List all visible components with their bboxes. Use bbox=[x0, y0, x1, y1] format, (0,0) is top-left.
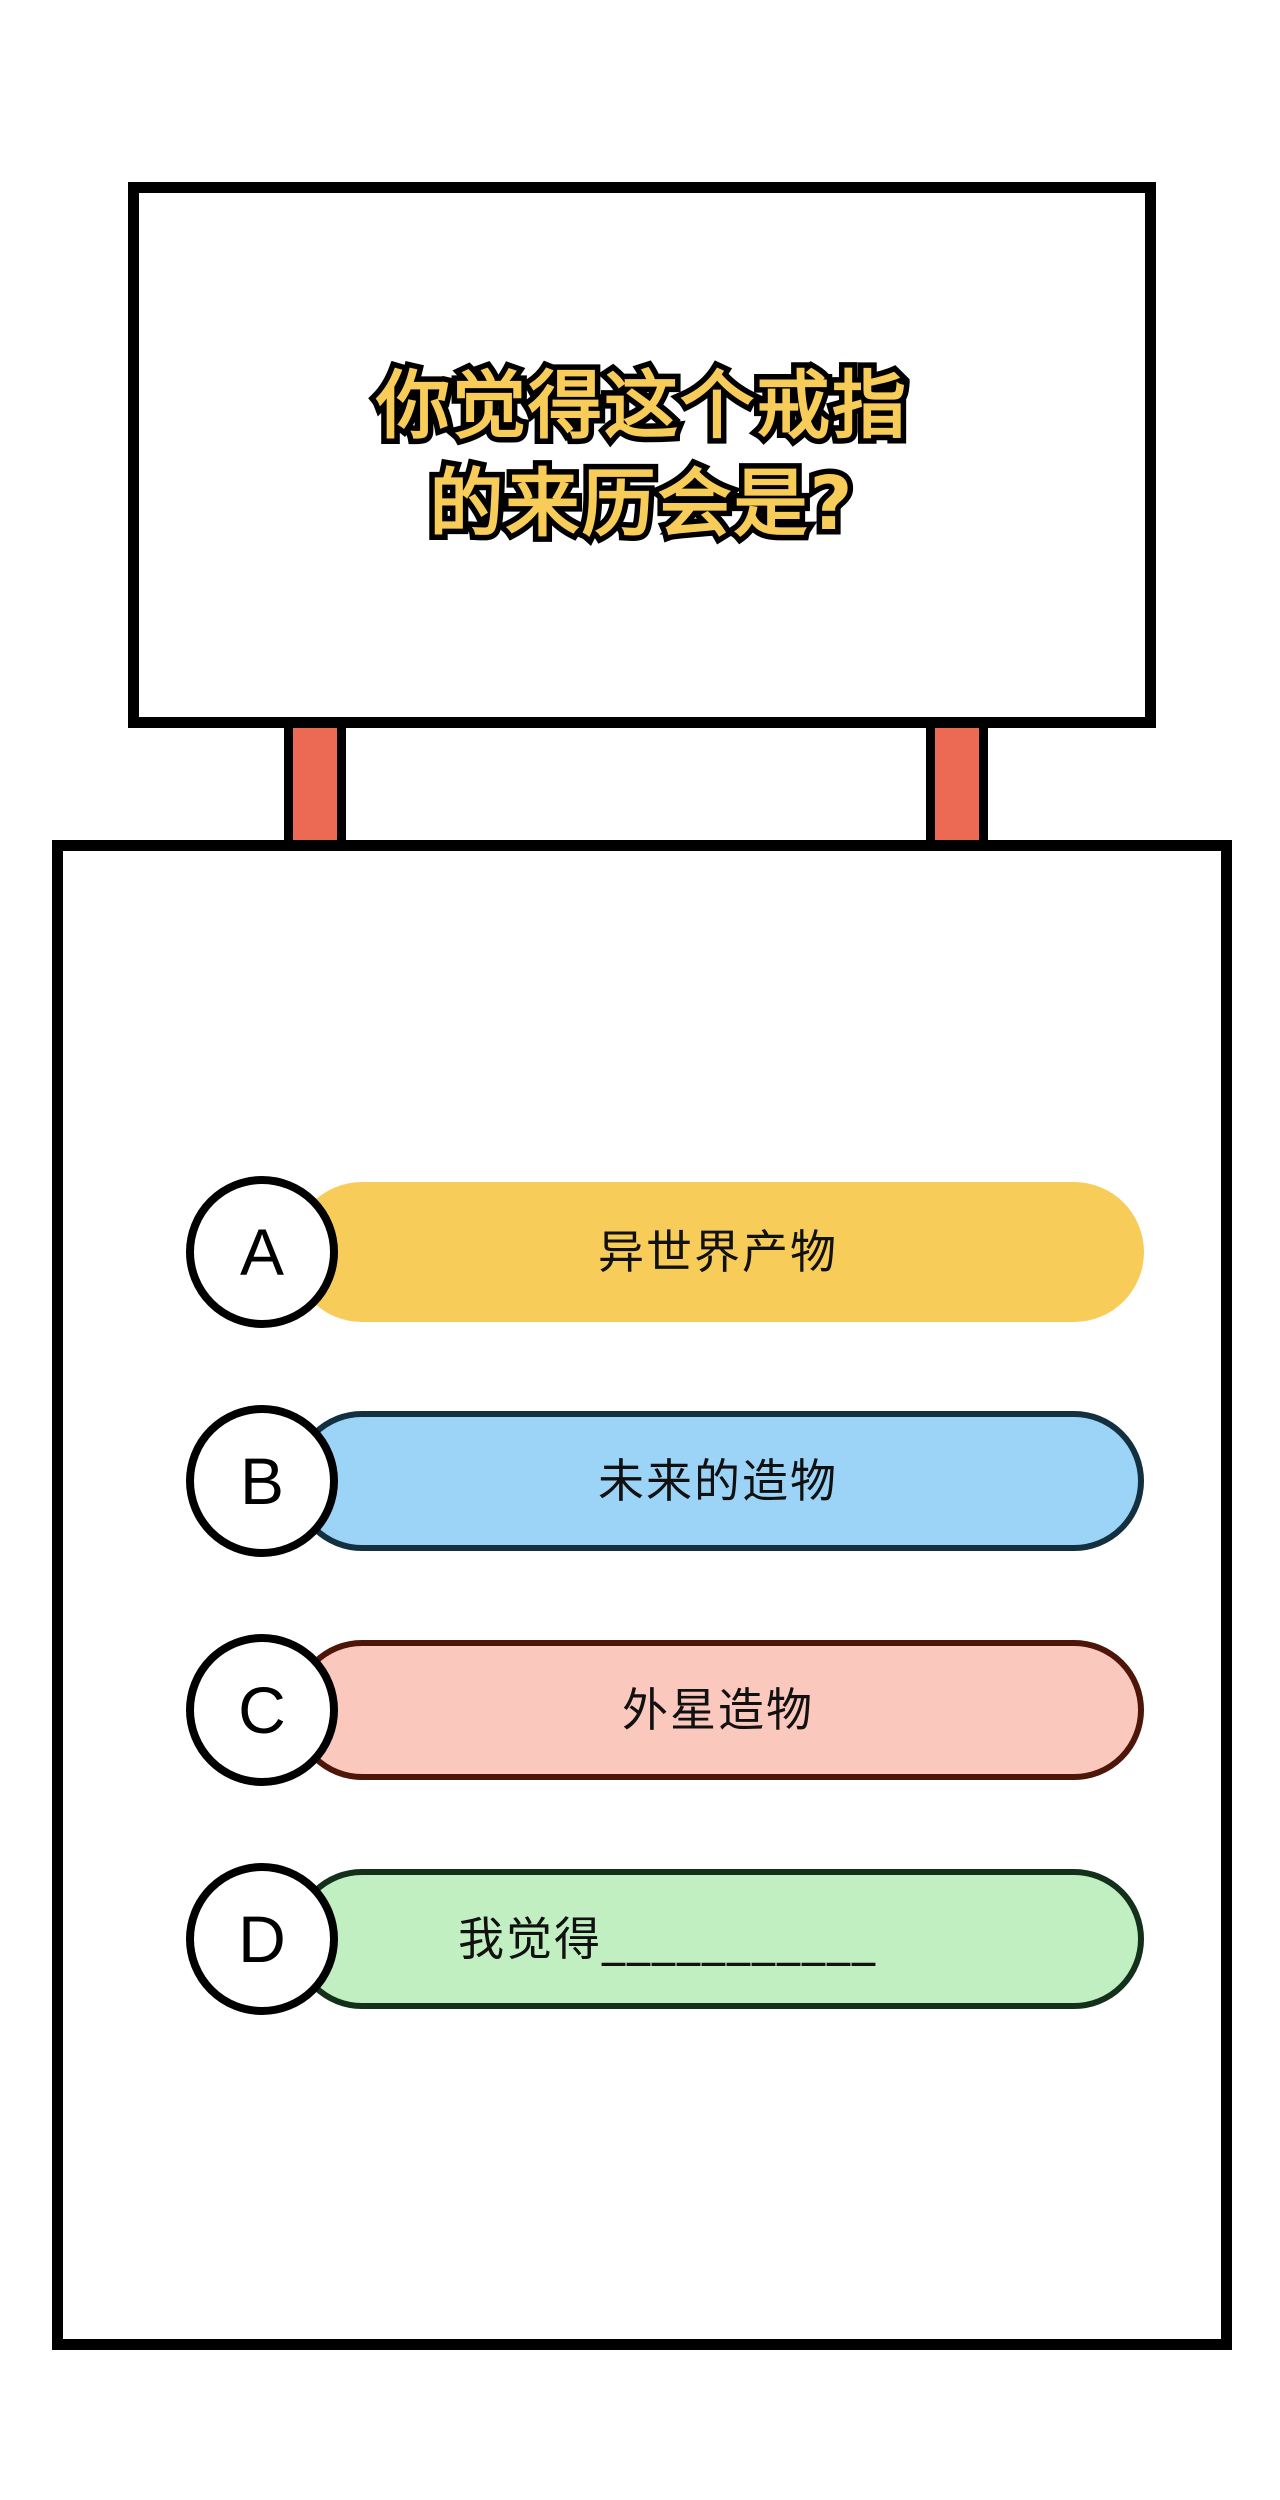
option-list: 异世界产物 A 未来的造物 B 外星造物 C bbox=[63, 1175, 1221, 2015]
question-line-2: 的来历会是? bbox=[424, 455, 858, 552]
question-line-1: 你觉得这个戒指 bbox=[371, 357, 912, 454]
question-board: 你觉得这个戒指 的来历会是? bbox=[128, 182, 1156, 728]
option-letter-b: B bbox=[239, 1443, 285, 1518]
option-pill-b[interactable]: 未来的造物 bbox=[292, 1410, 1144, 1551]
option-letter-c: C bbox=[238, 1672, 286, 1747]
option-pill-a[interactable]: 异世界产物 bbox=[292, 1181, 1144, 1322]
option-pill-d[interactable]: 我觉得___________ bbox=[292, 1868, 1144, 2009]
option-letter-d: D bbox=[238, 1901, 286, 1976]
option-row-a[interactable]: 异世界产物 A bbox=[186, 1175, 1144, 1328]
option-badge-c[interactable]: C bbox=[186, 1633, 338, 1786]
option-badge-d[interactable]: D bbox=[186, 1862, 338, 2015]
option-letter-a: A bbox=[239, 1214, 285, 1289]
option-row-d[interactable]: 我觉得___________ D bbox=[186, 1862, 1144, 2015]
option-pill-c[interactable]: 外星造物 bbox=[292, 1639, 1144, 1780]
option-label-b: 未来的造物 bbox=[598, 1453, 838, 1508]
option-badge-b[interactable]: B bbox=[186, 1404, 338, 1557]
answers-panel: 异世界产物 A 未来的造物 B 外星造物 C bbox=[52, 840, 1232, 2350]
option-label-a: 异世界产物 bbox=[598, 1224, 838, 1279]
option-badge-a[interactable]: A bbox=[186, 1175, 338, 1328]
option-row-b[interactable]: 未来的造物 B bbox=[186, 1404, 1144, 1557]
option-label-d[interactable]: 我觉得___________ bbox=[458, 1911, 877, 1966]
option-row-c[interactable]: 外星造物 C bbox=[186, 1633, 1144, 1786]
option-label-c: 外星造物 bbox=[622, 1682, 814, 1737]
